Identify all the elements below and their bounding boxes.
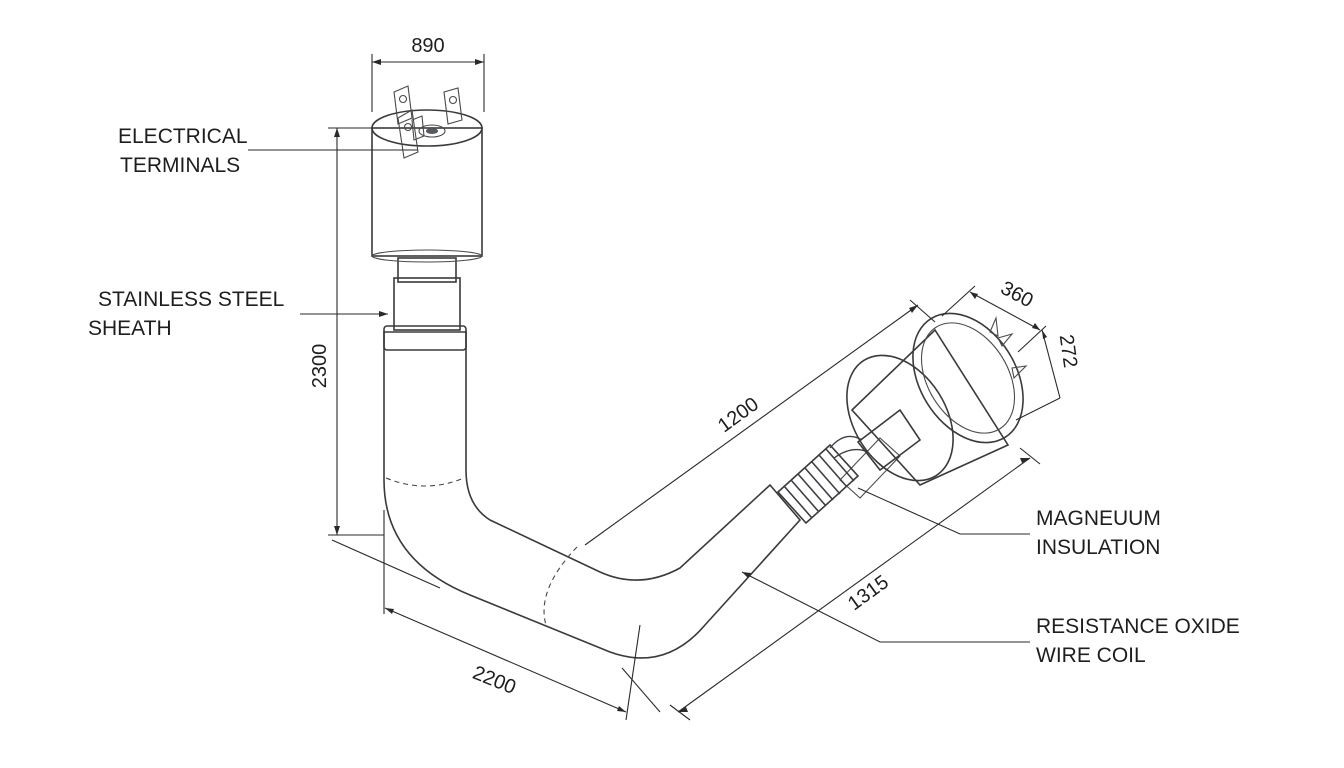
magneuum-insulation-label: MAGNEUUM INSULATION xyxy=(1036,507,1161,559)
right-end-head xyxy=(846,312,1028,486)
overall-length-value: 1315 xyxy=(844,571,893,615)
dimension-end-diameter: 272 xyxy=(1015,329,1081,421)
sheath-label-line-2: SHEATH xyxy=(88,317,172,340)
dimension-bottom-length: 2200 xyxy=(383,510,641,721)
sheath-leader-arrow xyxy=(379,311,388,317)
coil-leader-arrow xyxy=(742,572,751,578)
dimension-vertical-height: 2300 xyxy=(309,127,384,536)
dimension-top-width: 890 xyxy=(371,35,485,112)
terminals-label-line-2: TERMINALS xyxy=(120,154,240,177)
bottom-length-value: 2200 xyxy=(469,662,519,699)
dimension-overall-length: 1315 xyxy=(621,447,1041,721)
insulation-leader xyxy=(857,487,1030,535)
top-width-value: 890 xyxy=(411,35,444,57)
sheath-label-line-1: STAINLESS STEEL xyxy=(98,288,284,311)
stainless-steel-sheath xyxy=(383,325,802,659)
electrical-terminals-label: ELECTRICAL TERMINALS xyxy=(118,125,248,177)
coil-label-line-1: RESISTANCE OXIDE xyxy=(1036,615,1240,638)
top-terminal-head xyxy=(371,109,483,331)
resistance-wire-coil-label: RESISTANCE OXIDE WIRE COIL xyxy=(1036,615,1240,667)
insulation-label-line-2: INSULATION xyxy=(1036,536,1160,559)
vertical-height-value: 2300 xyxy=(309,344,331,389)
diagonal-length-value: 1200 xyxy=(714,393,763,437)
electrical-terminals xyxy=(393,85,463,159)
end-diameter-value: 272 xyxy=(1055,333,1081,369)
coil-leader xyxy=(741,571,1030,643)
resistance-wire-coil xyxy=(776,435,901,525)
terminals-label-line-1: ELECTRICAL xyxy=(118,125,248,148)
coil-label-line-2: WIRE COIL xyxy=(1036,644,1146,667)
insulation-label-line-1: MAGNEUUM xyxy=(1036,507,1161,530)
end-depth-value: 360 xyxy=(997,277,1037,312)
stainless-steel-sheath-label: STAINLESS STEEL SHEATH xyxy=(88,288,284,340)
